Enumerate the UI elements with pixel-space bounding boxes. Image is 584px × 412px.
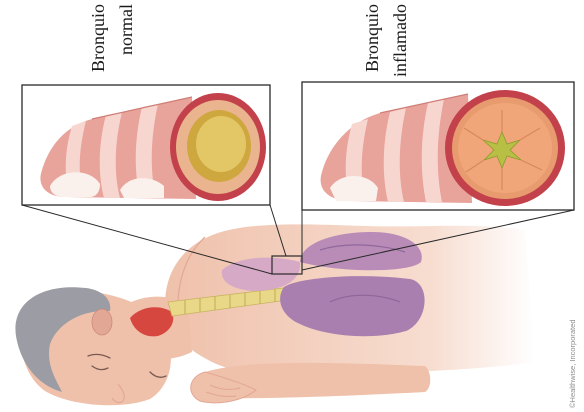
inset-normal-bronchus: [22, 85, 270, 205]
ear: [92, 309, 112, 335]
copyright-credit: ©Healthwise, Incorporated: [566, 296, 580, 408]
label-text-block: Bronquio normal: [84, 4, 140, 82]
label-normal-bronchus: Bronquio normal: [84, 4, 140, 82]
label-text-block: Bronquio inflamado: [358, 4, 414, 82]
body: [15, 224, 535, 405]
label-normal-line1: Bronquio: [84, 4, 112, 82]
label-normal-line2: normal: [112, 4, 140, 82]
airway-lumen-highlight: [196, 116, 246, 172]
label-inflamed-line1: Bronquio: [358, 4, 386, 82]
label-inflamed-line2: inflamado: [386, 4, 414, 82]
label-inflamed-bronchus: Bronquio inflamado: [358, 4, 414, 82]
credit-text: ©Healthwise, Incorporated: [566, 296, 580, 408]
inset-inflamed-bronchus: [302, 82, 574, 210]
